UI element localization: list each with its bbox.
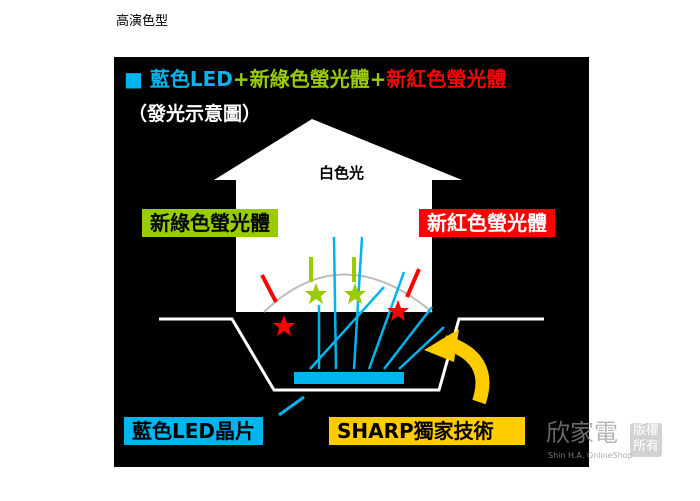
watermark-badge: 版權所有 xyxy=(630,423,662,457)
diagram-graphics xyxy=(159,119,544,417)
white-light-arrow xyxy=(214,119,462,312)
chip-pointer xyxy=(278,395,305,417)
white-light-label: 白色光 xyxy=(319,164,365,182)
blue-led-chip xyxy=(294,372,404,384)
diagram-title: ■ 藍色LED+新綠色螢光體+新紅色螢光體 xyxy=(124,67,507,91)
watermark-name: 欣家電 xyxy=(546,419,618,447)
caption: 高演色型 xyxy=(116,14,169,29)
green-star xyxy=(344,283,366,304)
phosphor-diagram: ■ 藍色LED+新綠色螢光體+新紅色螢光體 （發光示意圖） 白色光 新綠色螢光體… xyxy=(114,57,589,467)
diagram-subtitle: （發光示意圖） xyxy=(128,103,262,125)
green-rays xyxy=(309,257,356,282)
sharp-tech-label: SHARP獨家技術 xyxy=(329,417,525,445)
red-star xyxy=(387,300,409,321)
green-star xyxy=(305,283,327,304)
led-cup-outline xyxy=(159,317,544,392)
green-phosphor-label: 新綠色螢光體 xyxy=(142,209,278,237)
blue-chip-label: 藍色LED晶片 xyxy=(124,417,264,445)
stars xyxy=(273,283,409,336)
red-rays xyxy=(260,268,421,303)
red-star xyxy=(273,315,295,336)
red-phosphor-label: 新紅色螢光體 xyxy=(419,209,555,237)
watermark-sub: Shin H.A. OnlineShop xyxy=(548,451,633,460)
sharp-arrow-head xyxy=(424,329,459,362)
blue-rays xyxy=(309,236,445,370)
phosphor-arc xyxy=(263,273,433,313)
